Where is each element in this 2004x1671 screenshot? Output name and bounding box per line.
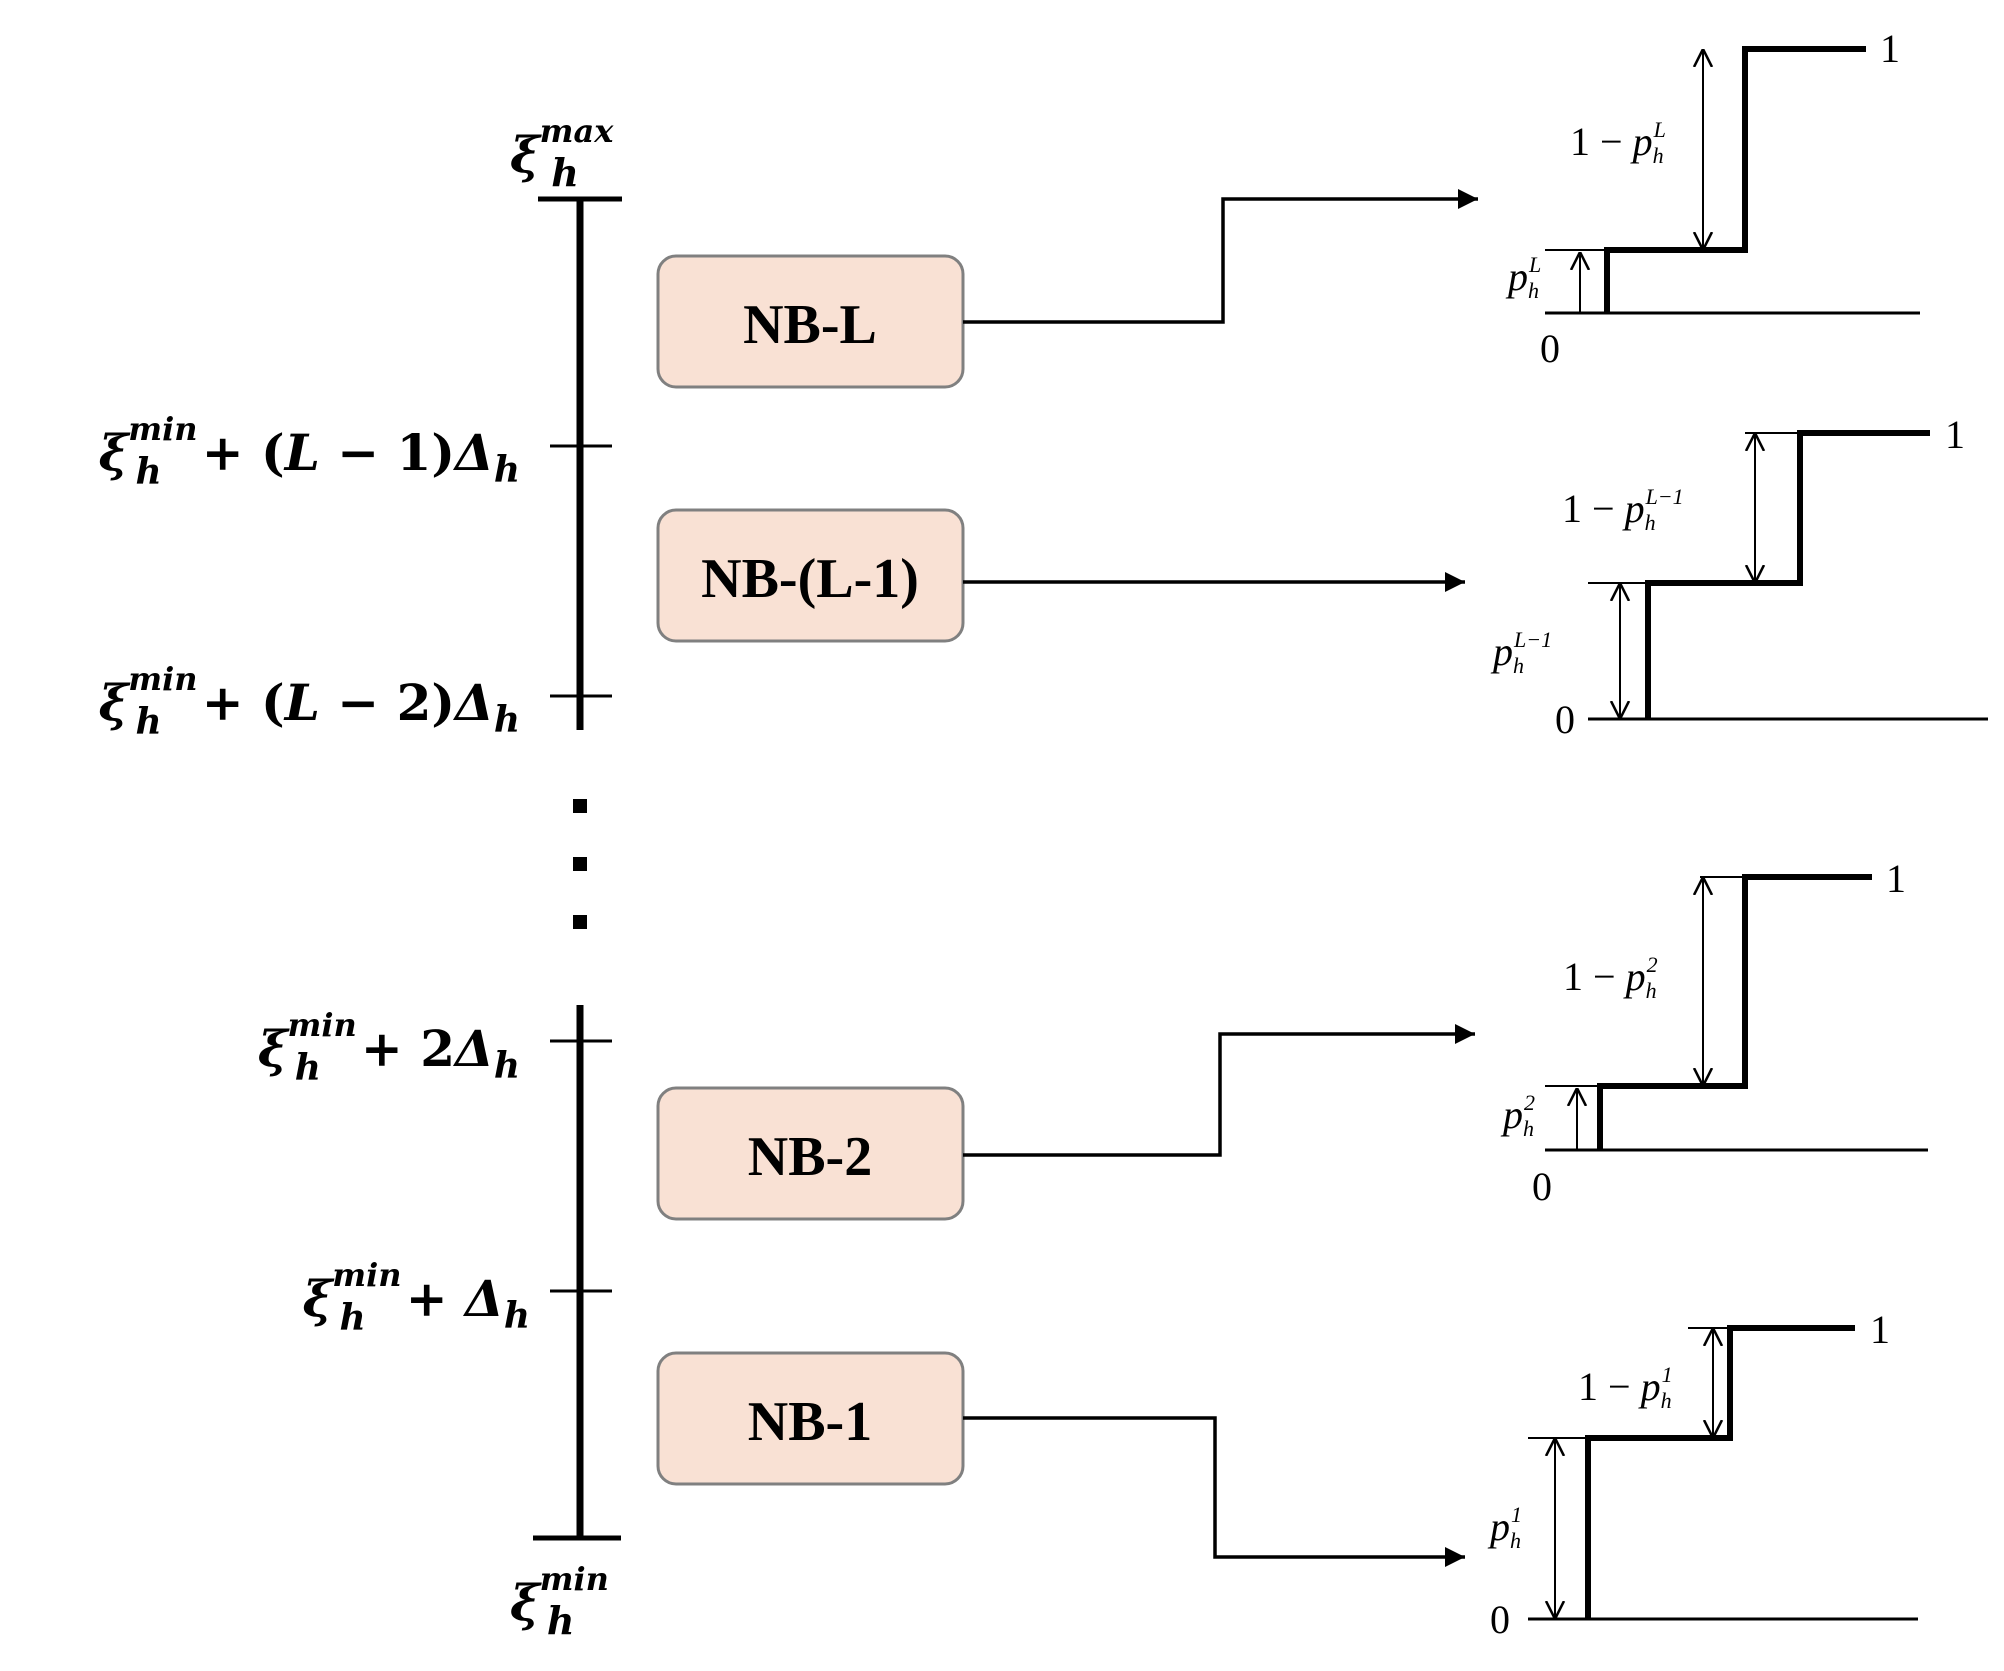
nb-box-label: NB-1	[748, 1391, 872, 1453]
plot-one-label: 1	[1880, 26, 1900, 71]
plot-step-curve	[1604, 46, 1866, 313]
connector-arrow-2	[963, 1024, 1475, 1157]
nb-box-1: NB-1	[656, 1351, 965, 1486]
ellipsis-dot	[573, 915, 587, 929]
nb-box-2: NB-2	[656, 1086, 965, 1221]
plot-lower-label: phL	[1505, 252, 1541, 303]
plot-upper-label: 1 − phL	[1570, 117, 1666, 168]
plot-zero-label: 0	[1490, 1597, 1510, 1642]
plot-upper-label: 1 − ph1	[1578, 1362, 1673, 1413]
connector-arrow-L	[963, 189, 1478, 324]
nb-box-L-minus-1: NB-(L-1)	[656, 508, 965, 643]
step-plot-L: 1 0 1 − phL phL	[1505, 26, 1920, 371]
step-plot-2: 1 0 1 − ph2 ph2	[1500, 856, 1928, 1209]
plot-one-label: 1	[1886, 856, 1906, 901]
plot-upper-label: 1 − phL−1	[1562, 484, 1684, 535]
plot-one-label: 1	[1870, 1307, 1890, 1352]
ellipsis-dot	[573, 799, 587, 813]
plot-zero-label: 0	[1532, 1164, 1552, 1209]
plot-lower-label: ph1	[1487, 1502, 1522, 1553]
step-plot-1: 1 0 1 − ph1 ph1	[1487, 1307, 1918, 1642]
plot-step-curve	[1645, 430, 1930, 719]
connector-arrow-1	[963, 1416, 1465, 1567]
step-plot-L-minus-1: 1 0 1 − phL−1 phL−1	[1490, 412, 1988, 742]
plot-upper-label: 1 − ph2	[1563, 952, 1658, 1003]
scale-axis	[533, 196, 622, 1541]
nb-box-label: NB-L	[743, 294, 877, 356]
ellipsis-dot	[573, 857, 587, 871]
nb-box-label: NB-(L-1)	[701, 548, 919, 610]
plot-zero-label: 0	[1555, 697, 1575, 742]
plot-step-curve	[1597, 874, 1872, 1150]
plot-zero-label: 0	[1540, 326, 1560, 371]
nb-box-label: NB-2	[748, 1126, 872, 1188]
plot-lower-label: ph2	[1500, 1090, 1535, 1141]
plot-lower-label: phL−1	[1490, 627, 1552, 678]
plot-one-label: 1	[1945, 412, 1965, 457]
nb-box-L: NB-L	[656, 254, 965, 389]
plot-step-curve	[1585, 1325, 1855, 1619]
